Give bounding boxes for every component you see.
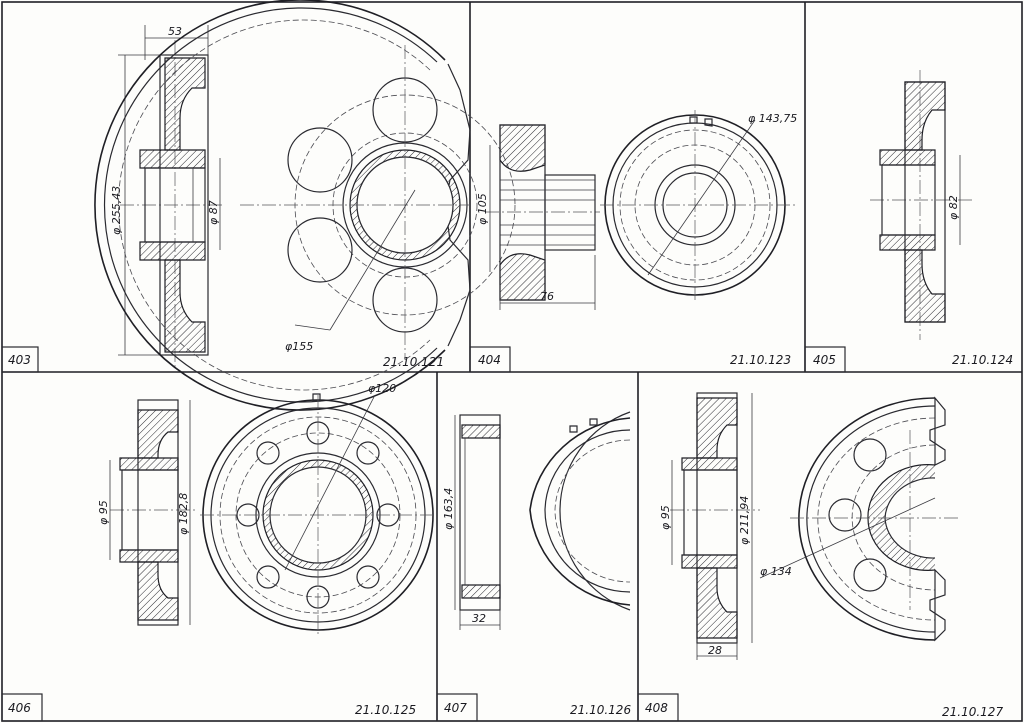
- dim-407-outer: φ 163,4: [442, 488, 455, 530]
- front-view-408: φ 134: [759, 396, 960, 642]
- panel-index-407: 407: [444, 701, 467, 715]
- part-408: φ 95 φ 211,94 28 φ 134: [659, 392, 960, 660]
- panel-index-404: 404: [478, 353, 501, 367]
- panel-index-403: 403: [8, 353, 31, 367]
- dim-403-outer: φ 255,43: [110, 186, 123, 235]
- dim-408-width: 28: [708, 644, 722, 657]
- dim-404-hub: φ 105: [476, 193, 489, 225]
- dim-408-outer: φ 211,94: [738, 496, 751, 545]
- part-404: φ 105 76 φ 143,75: [476, 110, 797, 310]
- index-box-407: [436, 693, 478, 722]
- index-box-408: [637, 693, 679, 722]
- panel-code-405: 21.10.124: [952, 353, 1013, 367]
- panel-index-408: 408: [645, 701, 668, 715]
- index-box-406: [1, 693, 43, 722]
- dim-404-length: 76: [540, 290, 554, 303]
- dim-403-bore: φ 87: [207, 200, 220, 225]
- panel-code-407: 21.10.126: [570, 703, 631, 717]
- dim-406-outer: φ 182,8: [177, 493, 190, 535]
- panel-labels: 403 21.10.121 404 21.10.123 405 21.10.12…: [8, 353, 1013, 719]
- section-view-403: 53 φ 255,43 φ 87: [110, 25, 225, 370]
- dim-406-circle: φ120: [368, 382, 396, 395]
- part-405: φ 82: [870, 70, 975, 340]
- index-box-405: [804, 346, 846, 373]
- dim-406-bore: φ 95: [97, 500, 110, 525]
- dim-403-width: 53: [168, 25, 182, 38]
- panel-code-406: 21.10.125: [355, 703, 416, 717]
- front-view-406: φ120: [200, 382, 435, 635]
- index-box-403: [1, 346, 39, 373]
- panel-index-406: 406: [8, 701, 31, 715]
- panel-index-405: 405: [813, 353, 836, 367]
- dim-408-bore: φ 95: [659, 505, 672, 530]
- dim-405-bore: φ 82: [947, 195, 960, 220]
- section-view-404: φ 105 76: [476, 124, 600, 310]
- front-view-404: φ 143,75: [600, 110, 797, 300]
- dim-407-width: 32: [472, 612, 486, 625]
- panel-code-404: 21.10.123: [730, 353, 791, 367]
- index-box-404: [469, 346, 511, 373]
- dim-408-circle: φ 134: [760, 565, 792, 578]
- section-view-408: φ 95 φ 211,94 28: [659, 392, 760, 660]
- part-403: 53 φ 255,43 φ 87 φ155: [94, 0, 516, 411]
- part-407: φ 163,4 32: [442, 411, 631, 630]
- panel-code-408: 21.10.127: [942, 705, 1003, 719]
- front-view-403: φ155: [94, 0, 516, 411]
- dim-403-circle: φ155: [285, 340, 313, 353]
- part-406: φ 95 φ 182,8 φ120: [97, 382, 435, 635]
- section-view-406: φ 95 φ 182,8: [97, 399, 195, 626]
- dim-404-outer: φ 143,75: [748, 112, 797, 125]
